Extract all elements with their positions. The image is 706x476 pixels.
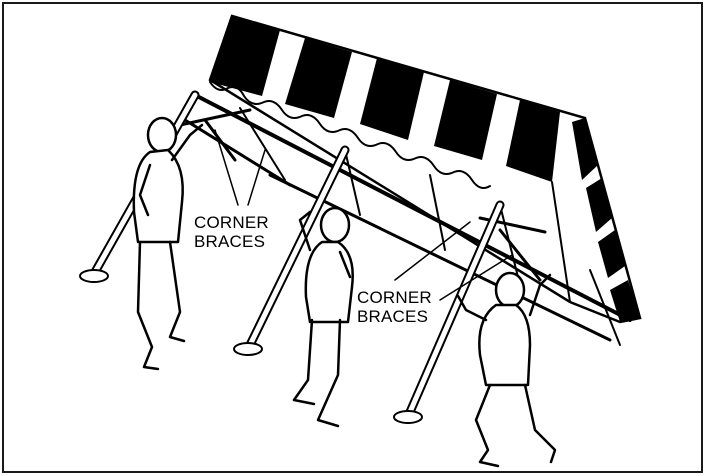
pole-middle	[233, 145, 350, 356]
corner-braces-label-right: CORNER BRACES	[355, 288, 434, 326]
leader-right-upper	[394, 221, 471, 281]
leader-lines	[214, 129, 513, 301]
worker-left	[132, 116, 204, 371]
label-line: BRACES	[357, 307, 429, 326]
corner-braces-label-left: CORNER BRACES	[192, 213, 271, 251]
leader-right-lower	[439, 254, 513, 301]
leader-left-upper	[214, 129, 239, 206]
tent-canopy	[208, 14, 642, 324]
canopy-stripe	[586, 178, 612, 232]
canopy-stripe	[506, 100, 560, 182]
label-line: BRACES	[194, 232, 266, 251]
canopy-stripe	[285, 38, 352, 118]
pole-right	[393, 200, 505, 424]
canopy-stripe	[598, 230, 625, 278]
label-line: CORNER	[194, 213, 269, 232]
canopy-stripe	[434, 80, 497, 160]
canopy-stripe	[572, 118, 598, 180]
leader-left-lower	[247, 149, 266, 206]
canopy-stripe	[360, 58, 424, 140]
worker-right	[456, 271, 557, 468]
canopy-stripe	[210, 16, 280, 96]
worker-middle	[292, 206, 354, 428]
tent-frame	[178, 93, 632, 346]
tent-poles	[79, 90, 505, 424]
label-line: CORNER	[357, 288, 432, 307]
